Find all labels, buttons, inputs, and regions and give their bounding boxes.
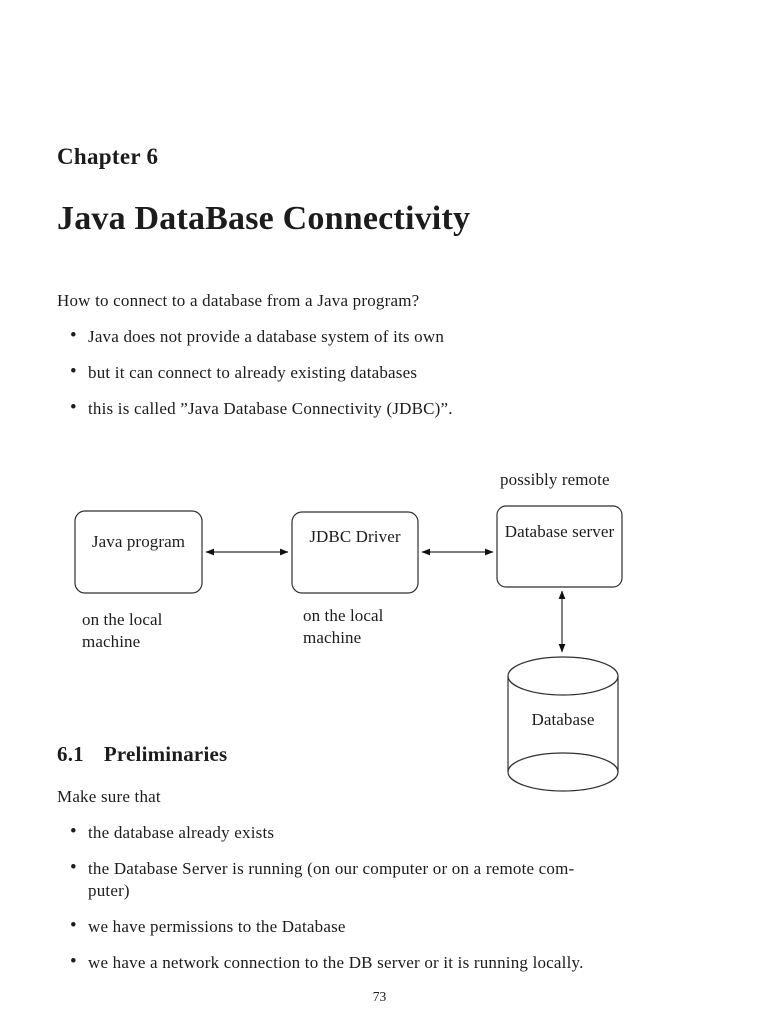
possibly-remote-label: possibly remote xyxy=(500,470,610,489)
list-item: this is called ”Java Database Connectivi… xyxy=(57,397,697,420)
section-title: Preliminaries xyxy=(103,742,228,766)
section-heading: 6.1 Preliminaries xyxy=(57,742,227,767)
list-item: but it can connect to already existing d… xyxy=(57,361,697,384)
page-title: Java DataBase Connectivity xyxy=(57,200,471,237)
preliminaries-bullet-list: the database already exists the Database… xyxy=(57,821,697,988)
jdbc-driver-box xyxy=(291,511,419,594)
list-item: the database already exists xyxy=(57,821,697,844)
intro-paragraph: How to connect to a database from a Java… xyxy=(57,291,420,310)
cylinder-bottom xyxy=(507,752,619,792)
list-item: the Database Server is running (on our c… xyxy=(57,857,697,902)
database-server-label: Database server xyxy=(504,522,615,541)
database-server-box xyxy=(496,505,623,588)
java-program-box xyxy=(74,510,203,594)
database-label: Database xyxy=(531,710,595,729)
local-machine-label-1: on the local machine xyxy=(82,610,163,651)
java-program-label: Java program xyxy=(91,532,186,551)
jdbc-driver-label: JDBC Driver xyxy=(309,527,401,546)
chapter-label: Chapter 6 xyxy=(57,144,159,169)
make-sure-paragraph: Make sure that xyxy=(57,787,161,806)
section-number: 6.1 xyxy=(57,742,84,766)
cylinder-top xyxy=(507,656,619,696)
list-item: we have permissions to the Database xyxy=(57,915,697,938)
jdbc-architecture-diagram xyxy=(74,505,623,792)
intro-bullet-list: Java does not provide a database system … xyxy=(57,325,697,434)
local-machine-label-2: on the local machine xyxy=(303,606,384,647)
list-item: Java does not provide a database system … xyxy=(57,325,697,348)
list-item: we have a network connection to the DB s… xyxy=(57,951,697,974)
page-number: 73 xyxy=(372,989,387,1004)
